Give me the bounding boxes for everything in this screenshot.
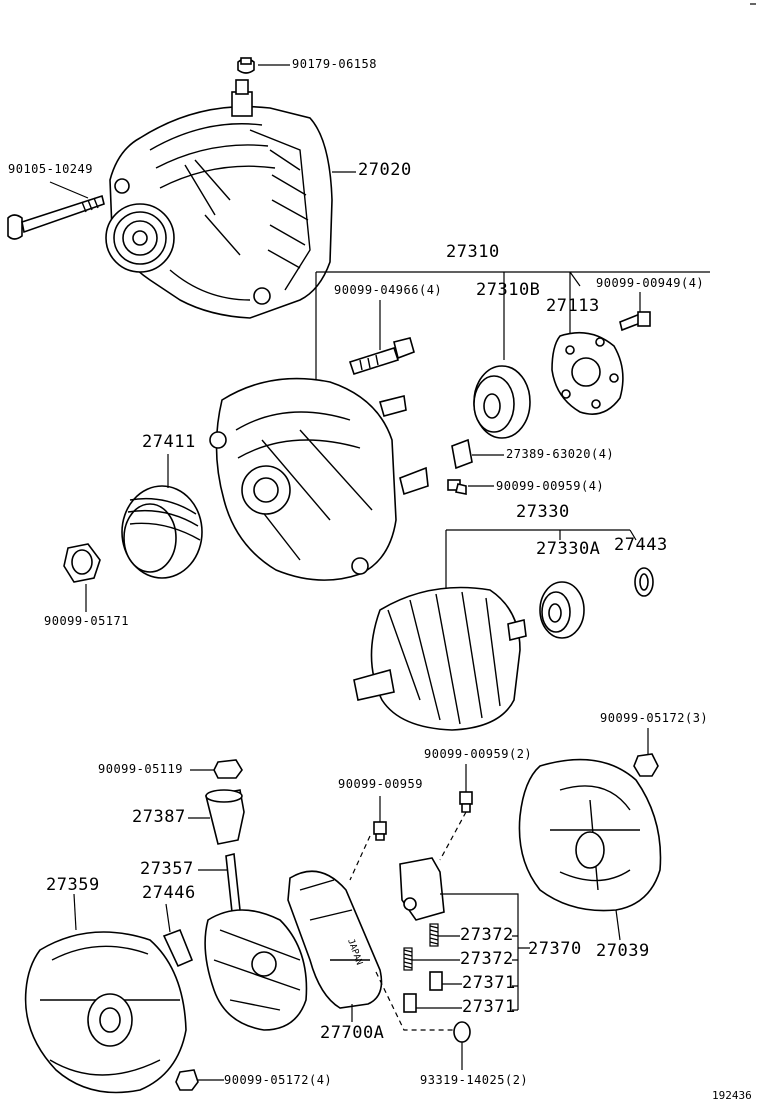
- label-27039: 27039: [596, 941, 650, 961]
- rectifier-end-frame-27359: [24, 931, 187, 1094]
- label-27330A: 27330A: [536, 539, 601, 559]
- nut-90099-05119: [213, 759, 243, 779]
- label-27020: 27020: [358, 160, 412, 180]
- brush-27371-a: [429, 971, 443, 991]
- nut-90099-05172-3: [633, 753, 659, 777]
- label-90105-10249: 90105-10249: [8, 162, 93, 176]
- drive-end-frame-27310: [209, 377, 429, 581]
- label-27372-a: 27372: [460, 925, 514, 945]
- nut-90099-05172-4: [175, 1069, 199, 1091]
- stud-90099-04966: [348, 337, 415, 376]
- screw-90099-00949: [619, 311, 651, 332]
- nut-90099-05171: [63, 543, 101, 583]
- label-27443: 27443: [614, 535, 668, 555]
- brush-27371-b: [403, 993, 417, 1013]
- regulator-27700A: JAPAN: [287, 870, 383, 1009]
- label-27330: 27330: [516, 502, 570, 522]
- label-27446: 27446: [142, 883, 196, 903]
- screw-90099-00959-4: [447, 479, 467, 495]
- rotor-27330: [353, 586, 527, 731]
- label-27310B: 27310B: [476, 280, 541, 300]
- label-27371-a: 27371: [462, 973, 516, 993]
- clip-27389-63020: [451, 438, 473, 470]
- label-90099-05172-3: 90099-05172(3): [600, 711, 709, 725]
- insulator-27446: [162, 928, 194, 968]
- label-27113: 27113: [546, 296, 600, 316]
- label-27371-b: 27371: [462, 997, 516, 1017]
- label-90099-05172-4: 90099-05172(4): [224, 1073, 333, 1087]
- insulator-27387: [205, 789, 245, 845]
- screw-90099-00959: [373, 821, 387, 841]
- label-27359: 27359: [46, 875, 100, 895]
- screw-93319-14025: [453, 1021, 471, 1043]
- retainer-plate-27113: [551, 331, 624, 415]
- nut-90179-06158: [237, 57, 255, 74]
- screw-90099-00959-2: [459, 791, 473, 813]
- label-90179-06158: 90179-06158: [292, 57, 377, 71]
- rear-end-cover-27039: [518, 758, 662, 912]
- label-90099-05171: 90099-05171: [44, 614, 129, 628]
- label-27357: 27357: [140, 859, 194, 879]
- pulley-27411: [121, 485, 203, 579]
- label-90099-04966: 90099-04966(4): [334, 283, 443, 297]
- label-90099-00959: 90099-00959: [338, 777, 423, 791]
- label-27389-63020: 27389-63020(4): [506, 447, 615, 461]
- label-27310: 27310: [446, 242, 500, 262]
- bearing-27310B: [473, 365, 531, 439]
- label-90099-05119: 90099-05119: [98, 762, 183, 776]
- brush-holder-27370: [399, 857, 445, 921]
- label-27411: 27411: [142, 432, 196, 452]
- label-27372-b: 27372: [460, 949, 514, 969]
- label-27387: 27387: [132, 807, 186, 827]
- washer-27443: [634, 567, 654, 597]
- label-90099-00949: 90099-00949(4): [596, 276, 705, 290]
- bearing-27330A: [539, 581, 585, 639]
- label-27370: 27370: [528, 939, 582, 959]
- spring-27372-b: [403, 947, 413, 971]
- bolt-90105-10249: [7, 194, 105, 240]
- rectifier-holder-27357: [204, 853, 308, 1031]
- label-90099-00959-2: 90099-00959(2): [424, 747, 533, 761]
- label-93319-14025: 93319-14025(2): [420, 1073, 529, 1087]
- alternator-assembly-27020: [105, 79, 333, 319]
- label-90099-00959-4: 90099-00959(4): [496, 479, 605, 493]
- figure-id: 192436: [712, 1089, 752, 1102]
- spring-27372-a: [429, 923, 439, 947]
- label-27700A: 27700A: [320, 1023, 385, 1043]
